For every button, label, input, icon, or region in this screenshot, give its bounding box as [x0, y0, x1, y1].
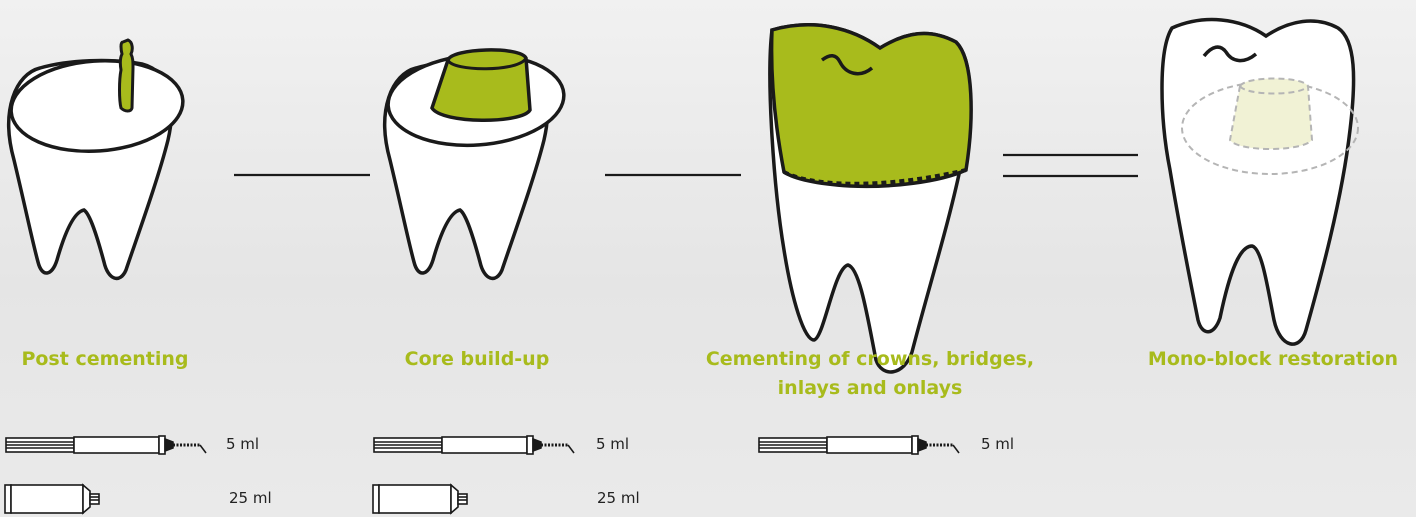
syringe-volume-label: 5 ml: [226, 435, 259, 453]
step-caption-cementing-line1: Cementing of crowns, bridges,: [690, 345, 1050, 374]
step-caption-cementing: Cementing of crowns, bridges, inlays and…: [690, 345, 1050, 403]
step-caption-cementing-line2: inlays and onlays: [690, 374, 1050, 403]
syringe-icon: [374, 436, 574, 454]
tooth-with-core-icon: [385, 49, 567, 278]
step-caption-post-cementing: Post cementing: [0, 345, 210, 374]
connector-double-line: [1003, 155, 1138, 176]
syringe-volume-label: 5 ml: [981, 435, 1014, 453]
cartridge-icon: [5, 485, 99, 513]
syringe-icon: [759, 436, 959, 454]
syringe-icon: [6, 436, 206, 454]
tooth-monoblock-icon: [1162, 20, 1358, 345]
step-caption-core-build-up: Core build-up: [372, 345, 582, 374]
step-caption-mono-block: Mono-block restoration: [1130, 345, 1416, 374]
cartridge-volume-label: 25 ml: [597, 489, 640, 507]
tooth-with-post-icon: [8, 40, 186, 278]
cartridge-icon: [373, 485, 467, 513]
cartridge-volume-label: 25 ml: [229, 489, 272, 507]
syringe-volume-label: 5 ml: [596, 435, 629, 453]
tooth-with-crown-icon: [770, 25, 971, 372]
